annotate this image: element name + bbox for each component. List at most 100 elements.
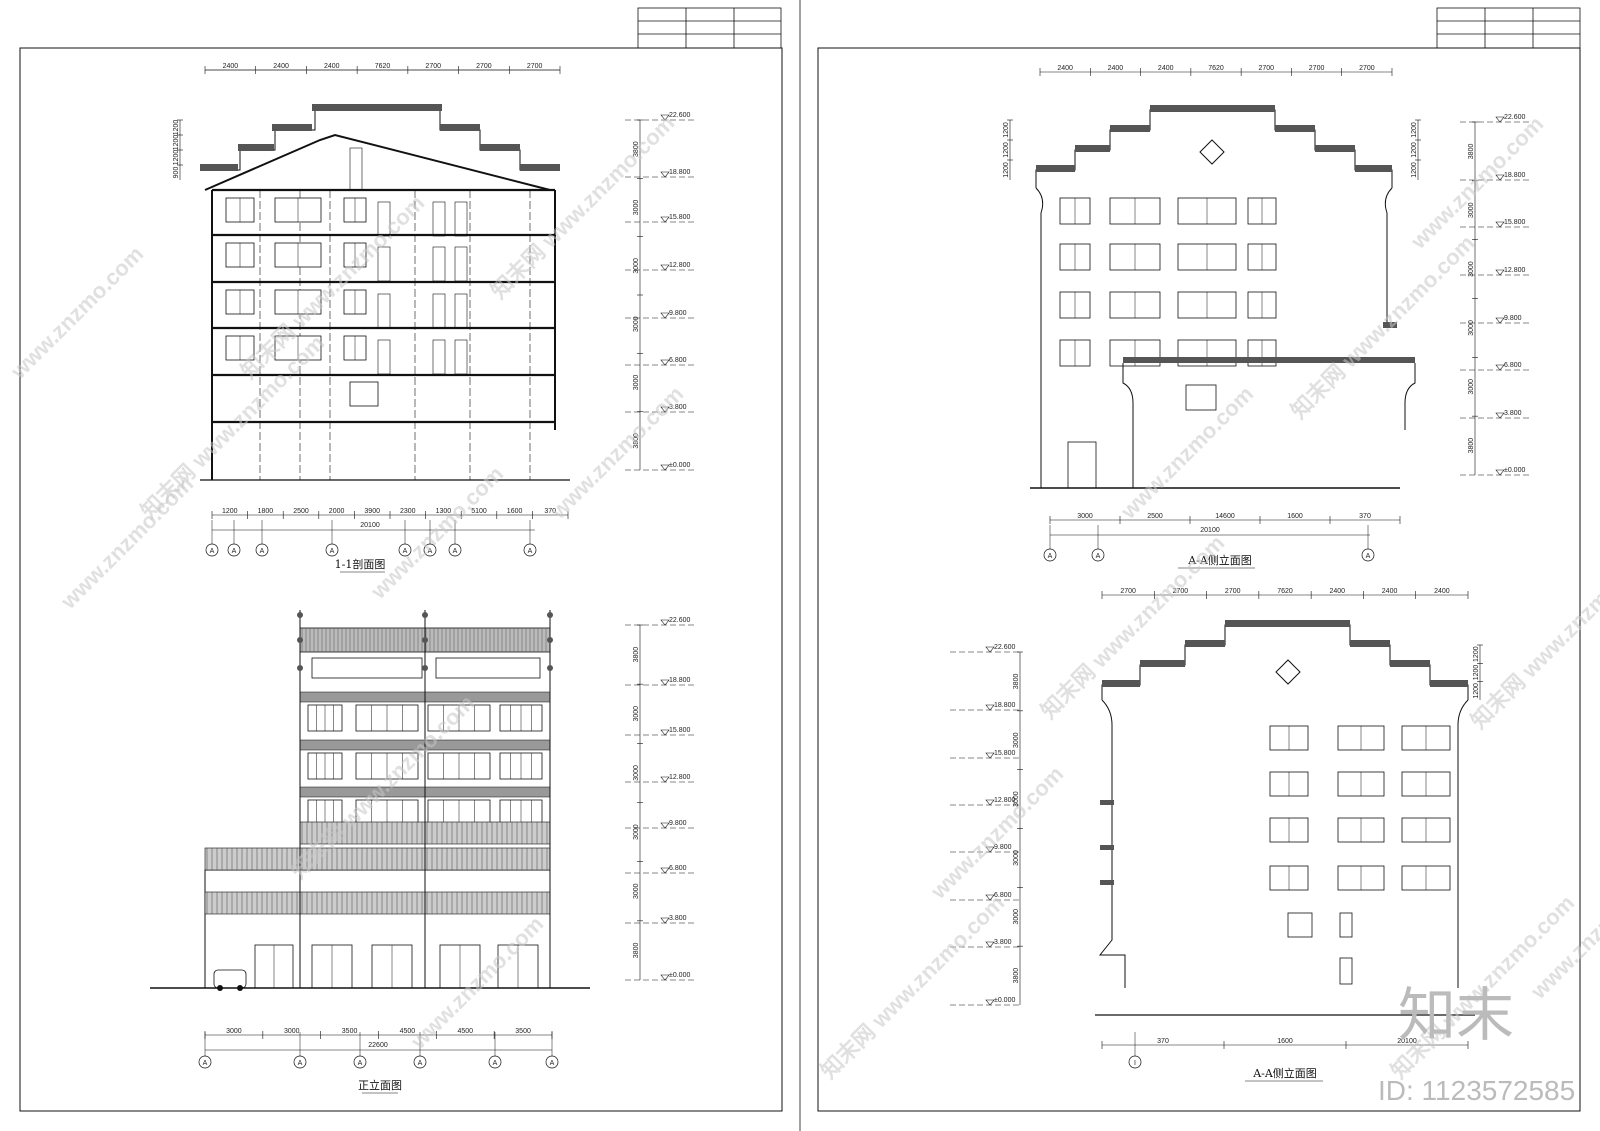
dim-label: 1200: [1003, 122, 1010, 138]
dim-label: 2700: [1309, 65, 1325, 72]
dim-label: 2700: [1120, 588, 1136, 595]
level-marker: [660, 114, 670, 121]
dim-label: 1600: [507, 508, 523, 515]
level-label: ±0.000: [669, 462, 690, 469]
podium-cap: [1123, 357, 1415, 363]
site-watermark: www.znzmo.com: [5, 241, 148, 384]
level-label: 15.800: [994, 750, 1016, 757]
level-marker: [1495, 116, 1505, 123]
level-marker: [660, 406, 670, 413]
podium-outline: [1122, 363, 1416, 488]
level-marker: [660, 216, 670, 223]
dim-label: 2400: [324, 63, 340, 70]
diamond-ornament: [1199, 139, 1225, 165]
axis-label: A: [453, 548, 458, 555]
podium-outline: [1098, 850, 1126, 988]
level-label: 15.800: [1504, 219, 1526, 226]
wheel: [237, 985, 243, 991]
level-marker: [660, 917, 670, 924]
attic-panel: [435, 657, 541, 679]
level-marker: [1495, 317, 1505, 324]
axis-label: A: [203, 1060, 208, 1067]
level-marker: [660, 619, 670, 626]
dim-label: 3000: [1013, 791, 1020, 807]
level-label: 9.800: [669, 820, 687, 827]
finial: [547, 637, 553, 643]
roof-tile-cap: [1390, 660, 1430, 667]
dim-label: 3000: [633, 316, 640, 332]
cornice: [1100, 800, 1114, 805]
level-label: 9.800: [994, 844, 1012, 851]
axis-label: A: [232, 548, 237, 555]
level-marker: [985, 846, 995, 853]
level-label: 18.800: [669, 677, 691, 684]
roof-tile-cap: [1275, 125, 1315, 132]
dim-label: 3000: [1013, 850, 1020, 866]
level-marker: [660, 171, 670, 178]
axis-label: A: [1048, 553, 1053, 560]
axis-label: A: [330, 548, 335, 555]
roof-tile-cap: [1185, 640, 1225, 647]
dim-label: 7620: [1277, 588, 1293, 595]
dim-label: 2300: [400, 508, 416, 515]
dim-label: 2700: [1258, 65, 1274, 72]
section-title: 1-1剖面图: [335, 557, 386, 571]
site-watermark: www.znzmo.com: [55, 471, 198, 614]
door: [432, 339, 446, 375]
roof-tile-cap: [1150, 105, 1275, 112]
level-marker: [660, 359, 670, 366]
roof-tile-cap: [1140, 660, 1185, 667]
level-marker: [985, 704, 995, 711]
dim-label: 3000: [1468, 379, 1475, 395]
finial: [422, 637, 428, 643]
door: [454, 339, 468, 375]
dim-label: 2400: [223, 63, 239, 70]
level-marker: [1495, 174, 1505, 181]
dim-label: 7620: [1208, 65, 1224, 72]
dim-label: 5100: [471, 508, 487, 515]
axis-label: A: [428, 548, 433, 555]
roof-tile-cap: [1102, 680, 1140, 687]
front-elevation-drawing: 22.60018.80015.80012.8009.8006.8003.800±…: [150, 610, 695, 1094]
level-marker: [660, 312, 670, 319]
side-elevation-bottom-drawing: 22.60018.80015.80012.8009.8006.8003.800±…: [950, 588, 1483, 1082]
dim-label: 3000: [1468, 202, 1475, 218]
dim-label: 2700: [1359, 65, 1375, 72]
attic-panel: [311, 657, 423, 679]
level-marker: [660, 822, 670, 829]
site-watermark: www.znzmo.com: [545, 381, 688, 524]
dim-label: 3800: [1013, 968, 1020, 984]
dim-label: 2400: [1329, 588, 1345, 595]
dim-label: 370: [1157, 1038, 1169, 1045]
wheel: [217, 985, 223, 991]
finial: [422, 665, 428, 671]
site-watermark: 知末网 www.znzmo.com: [486, 110, 679, 303]
dim-label: 2700: [1225, 588, 1241, 595]
site-watermark: 知末网 www.znzmo.com: [1036, 530, 1229, 723]
dim-label: 1200: [1473, 646, 1480, 662]
dim-label: 2500: [1147, 513, 1163, 520]
axis-label: A: [1096, 553, 1101, 560]
finial: [297, 637, 303, 643]
site-watermark: www.znzmo.com: [925, 761, 1068, 904]
level-label: 22.600: [669, 617, 691, 624]
dim-label: 3800: [633, 433, 640, 449]
door: [454, 201, 468, 237]
dim-label: 1200: [1411, 162, 1418, 178]
dim-label: 4500: [457, 1028, 473, 1035]
dim-label: 1600: [1287, 513, 1303, 520]
roof-tile-cap: [1075, 145, 1110, 152]
axis-label: A: [1366, 553, 1371, 560]
dim-label: 1300: [436, 508, 452, 515]
cornice: [1100, 845, 1114, 850]
roof-tile-cap: [1430, 680, 1468, 687]
axis-label: A: [528, 548, 533, 555]
dim-label: 3800: [1468, 144, 1475, 160]
level-label: 18.800: [1504, 172, 1526, 179]
roof-tile-cap: [1110, 125, 1150, 132]
dim-label: 2400: [1434, 588, 1450, 595]
level-marker: [1495, 269, 1505, 276]
roof-tile-cap: [1225, 620, 1350, 627]
window: [1287, 912, 1313, 938]
dim-label: 3000: [633, 824, 640, 840]
